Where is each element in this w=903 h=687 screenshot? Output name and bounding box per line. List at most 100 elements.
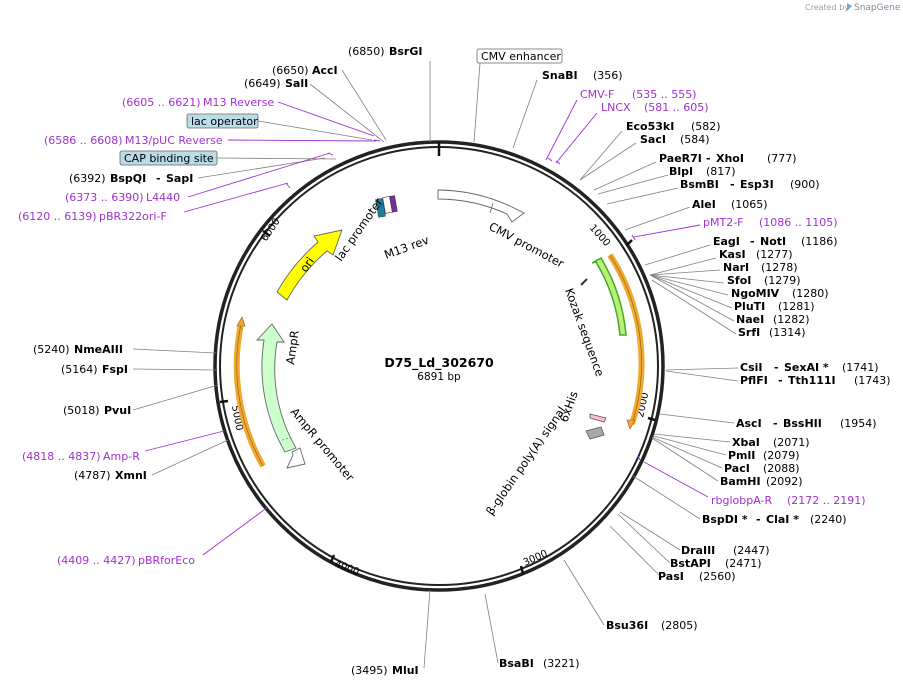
- site-bsrgi: BsrGI: [389, 45, 422, 58]
- lac-promoter-label: lac promoter: [332, 195, 386, 264]
- site-ngomiv: NgoMIV: [731, 287, 780, 300]
- svg-text:(2172 .. 2191): (2172 .. 2191): [787, 494, 866, 507]
- site-esp3i: Esp3I: [740, 178, 774, 191]
- svg-text:(4787): (4787): [74, 469, 111, 482]
- left-site-labels: (6850) BsrGI (6650) AccI (6649) SalI (63…: [33, 45, 422, 677]
- plasmid-name: D75_Ld_302670: [384, 355, 494, 371]
- site-pluti: PluTI: [734, 300, 765, 313]
- cmv-promoter-arrow[interactable]: [437, 189, 525, 223]
- orf-orange-left[interactable]: [233, 323, 266, 468]
- svg-text:-: -: [156, 172, 161, 185]
- site-srfi: SrfI: [738, 326, 760, 339]
- svg-text:(584): (584): [680, 133, 710, 146]
- primer-cmv-f: CMV-F: [580, 88, 614, 101]
- svg-text:(2560): (2560): [699, 570, 736, 583]
- svg-text:-: -: [778, 374, 783, 387]
- svg-text:(2447): (2447): [733, 544, 770, 557]
- svg-text:(3495): (3495): [351, 664, 388, 677]
- right-leaders: [484, 79, 739, 664]
- tick-marks: [219, 142, 656, 575]
- site-bspdi: BspDI *: [702, 513, 748, 526]
- svg-text:(356): (356): [593, 69, 623, 82]
- cap-binding-box[interactable]: [119, 150, 218, 166]
- credit-prefix: Created by: [805, 3, 849, 12]
- site-sexai: SexAI *: [784, 361, 829, 374]
- svg-text:(6586 .. 6608): (6586 .. 6608): [44, 134, 123, 147]
- site-pvui: PvuI: [104, 404, 131, 417]
- svg-text:(1741): (1741): [842, 361, 879, 374]
- svg-text:(1954): (1954): [840, 417, 877, 430]
- credit-brand: SnapGene: [854, 3, 901, 13]
- kozak-mark: [580, 278, 588, 286]
- plasmid-size: 6891 bp: [417, 371, 461, 383]
- site-paer7i: PaeR7I: [659, 152, 702, 165]
- orf-green-arrow[interactable]: [591, 256, 627, 336]
- site-nari: NarI: [723, 261, 749, 274]
- site-sapi: SapI: [166, 172, 193, 185]
- svg-text:(1281): (1281): [778, 300, 815, 313]
- site-bsshii: BssHII: [783, 417, 822, 430]
- ampr-label: AmpR: [283, 329, 302, 365]
- ampr-promoter-label: AmpR promoter: [288, 405, 358, 484]
- site-bamhi: BamHI: [720, 475, 761, 488]
- svg-text:(1278): (1278): [761, 261, 798, 274]
- ampr-promoter-arrow[interactable]: [286, 447, 306, 469]
- site-pasi: PasI: [658, 570, 684, 583]
- site-csii: CsiI: [740, 361, 762, 374]
- site-acci: AccI: [312, 64, 338, 77]
- site-bstapi: BstAPI: [670, 557, 711, 570]
- ampr-arrow[interactable]: [255, 323, 297, 453]
- site-bsu36i: Bsu36I: [606, 619, 648, 632]
- svg-text:(6392): (6392): [69, 172, 106, 185]
- tick-label: 3000: [522, 548, 550, 568]
- site-noti: NotI: [760, 235, 786, 248]
- kozak-label: Kozak sequence: [562, 286, 607, 378]
- site-eagi: EagI: [713, 235, 740, 248]
- svg-text:-: -: [706, 152, 711, 165]
- site-nmeaiii: NmeAIII: [74, 343, 123, 356]
- lac-operator-mark: [375, 198, 386, 218]
- site-xbai: XbaI: [732, 436, 760, 449]
- site-blpi: BlpI: [669, 165, 693, 178]
- site-eco53ki: Eco53kI: [626, 120, 674, 133]
- site-clai: ClaI *: [766, 513, 799, 526]
- primer-pmt2-f: pMT2-F: [703, 216, 744, 229]
- m13-rev-mark: [389, 195, 398, 213]
- svg-text:(4409 .. 4427): (4409 .. 4427): [57, 554, 136, 567]
- svg-text:(6850): (6850): [348, 45, 385, 58]
- site-fspi: FspI: [102, 363, 128, 376]
- svg-text:(3221): (3221): [543, 657, 580, 670]
- svg-text:(2071): (2071): [773, 436, 810, 449]
- site-saci: SacI: [640, 133, 666, 146]
- site-alei: AleI: [692, 198, 716, 211]
- svg-text:(6605 .. 6621): (6605 .. 6621): [122, 96, 201, 109]
- svg-text:(6650): (6650): [272, 64, 309, 77]
- svg-text:(1314): (1314): [769, 326, 806, 339]
- site-mlui: MluI: [392, 664, 419, 677]
- svg-text:(2092): (2092): [766, 475, 803, 488]
- m13-rev-label: M13 rev: [382, 233, 431, 262]
- site-pmli: PmlI: [728, 449, 755, 462]
- svg-text:(1277): (1277): [756, 248, 793, 261]
- lac-operator-box[interactable]: [186, 113, 259, 129]
- right-site-labels: SnaBI (356) Eco53kI (582) SacI (584) Pae…: [499, 69, 891, 670]
- site-sfoi: SfoI: [727, 274, 751, 287]
- svg-text:-: -: [773, 417, 778, 430]
- primer-lncx: LNCX: [601, 101, 631, 114]
- orf-orange-outer[interactable]: [607, 253, 645, 425]
- snapgene-logo-icon: [847, 3, 852, 11]
- cap-binding-label: CAP binding site: [124, 152, 214, 165]
- site-paci: PacI: [724, 462, 750, 475]
- site-bspqi: BspQI: [110, 172, 146, 185]
- cmv-enhancer-box[interactable]: [476, 48, 563, 64]
- svg-text:-: -: [730, 178, 735, 191]
- svg-text:(4818 .. 4837): (4818 .. 4837): [22, 450, 101, 463]
- tick-label: 4000: [333, 559, 361, 579]
- svg-text:(1065): (1065): [731, 198, 768, 211]
- ori-arrow[interactable]: [276, 229, 343, 301]
- svg-text:-: -: [756, 513, 761, 526]
- svg-text:(6649): (6649): [244, 77, 281, 90]
- lac-operator-label: lac operator: [191, 115, 258, 128]
- svg-text:(777): (777): [767, 152, 797, 165]
